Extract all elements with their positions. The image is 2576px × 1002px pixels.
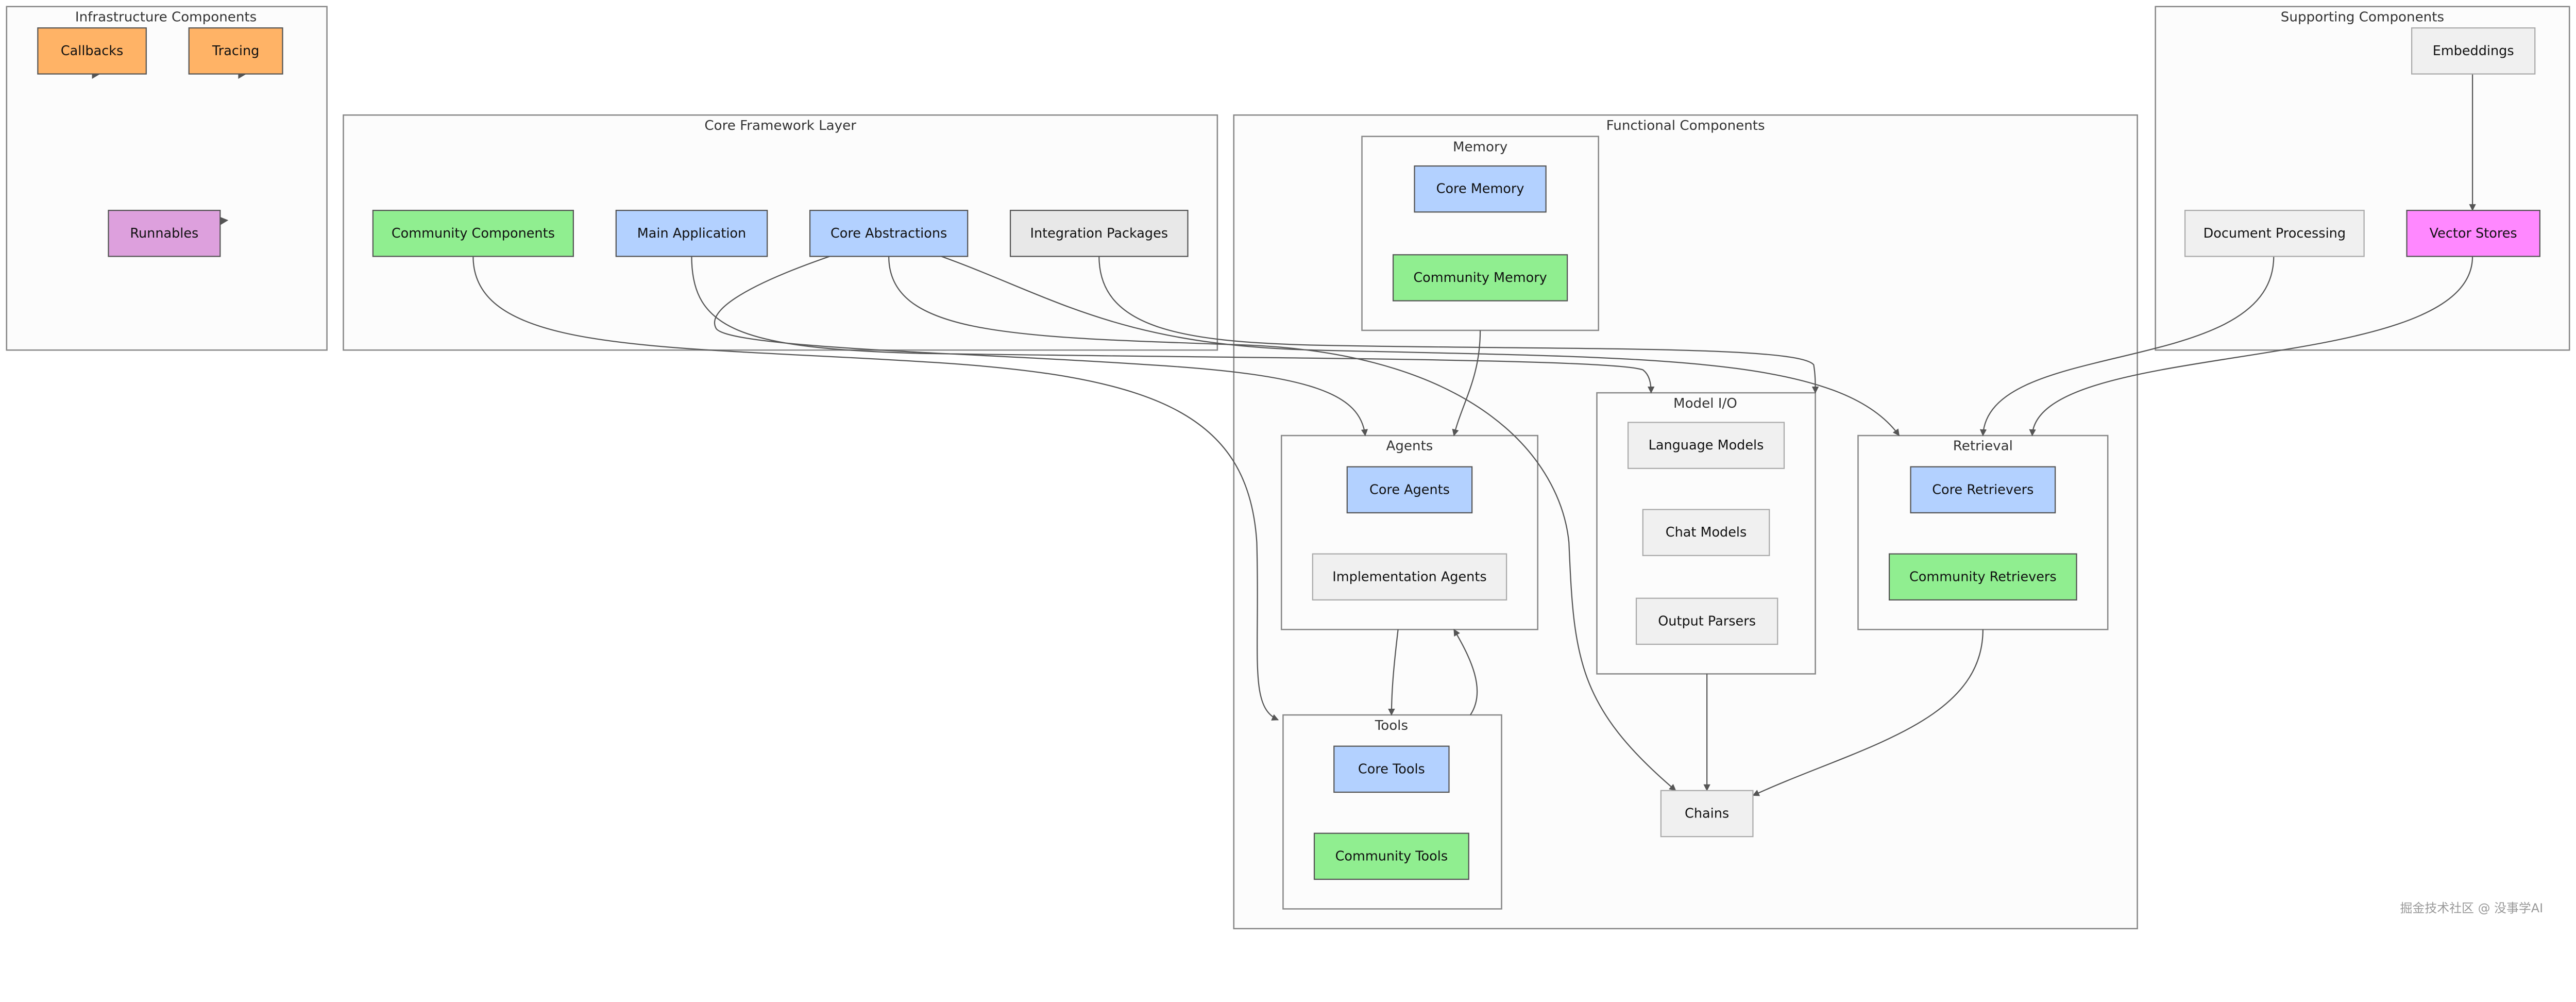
- cluster-title: Tools: [1375, 718, 1408, 733]
- node-label: Core Abstractions: [831, 226, 947, 241]
- node-runnables[interactable]: Runnables: [108, 210, 221, 257]
- node-label: Community Retrievers: [1909, 569, 2057, 584]
- node-chat-models[interactable]: Chat Models: [1642, 509, 1770, 556]
- node-label: Community Memory: [1413, 270, 1547, 286]
- node-label: Core Agents: [1369, 482, 1450, 497]
- cluster-title: Infrastructure Components: [75, 9, 257, 25]
- edges: [92, 74, 2476, 796]
- edge-core-abstractions-to-chains: [888, 256, 1676, 791]
- node-community-memory[interactable]: Community Memory: [1392, 254, 1568, 302]
- node-integration-packages[interactable]: Integration Packages: [1009, 210, 1189, 257]
- cluster-title: Model I/O: [1673, 396, 1737, 411]
- node-label: Core Tools: [1358, 761, 1425, 777]
- edge-core-abstractions-to-agents: [714, 256, 1368, 437]
- node-label: Core Memory: [1436, 181, 1524, 197]
- node-label: Runnables: [130, 226, 198, 241]
- tracing-loop-arrow-icon: [238, 74, 247, 79]
- node-label: Community Tools: [1335, 848, 1448, 864]
- node-embeddings[interactable]: Embeddings: [2411, 27, 2536, 75]
- node-language-models[interactable]: Language Models: [1627, 422, 1785, 469]
- node-chains[interactable]: Chains: [1660, 790, 1754, 838]
- node-label: Embeddings: [2433, 43, 2514, 59]
- node-implementation-agents[interactable]: Implementation Agents: [1312, 553, 1507, 601]
- edge-memory-to-agents: [1452, 330, 1481, 437]
- cluster-title: Memory: [1453, 139, 1507, 155]
- node-core-tools[interactable]: Core Tools: [1333, 745, 1450, 793]
- node-community-tools[interactable]: Community Tools: [1313, 832, 1469, 880]
- edge-core-abstractions-to-retrieval: [941, 256, 1900, 437]
- node-label: Community Components: [392, 226, 555, 241]
- node-label: Main Application: [637, 226, 746, 241]
- node-label: Callbacks: [61, 43, 123, 59]
- node-label: Chains: [1685, 806, 1729, 821]
- edge-integration-packages-to-model-io: [1098, 256, 1819, 394]
- node-core-memory[interactable]: Core Memory: [1414, 165, 1547, 213]
- edge-agents-to-tools: [1388, 629, 1399, 716]
- node-label: Vector Stores: [2430, 226, 2517, 241]
- node-label: Implementation Agents: [1332, 569, 1486, 584]
- edge-vector-stores-to-retrieval: [2029, 256, 2473, 437]
- node-label: Integration Packages: [1030, 226, 1168, 241]
- edge-tools-to-agents: [1453, 629, 1478, 715]
- node-community-retrievers[interactable]: Community Retrievers: [1888, 553, 2077, 601]
- node-label: Language Models: [1649, 438, 1764, 453]
- cluster-title: Supporting Components: [2281, 9, 2444, 25]
- node-label: Tracing: [212, 43, 259, 59]
- node-core-agents[interactable]: Core Agents: [1346, 466, 1473, 514]
- node-document-processing[interactable]: Document Processing: [2184, 210, 2365, 257]
- cluster-title: Core Framework Layer: [704, 118, 856, 133]
- node-core-retrievers[interactable]: Core Retrievers: [1910, 466, 2056, 514]
- edge-community-components-to-tools: [472, 256, 1279, 721]
- node-main-application[interactable]: Main Application: [615, 210, 768, 257]
- node-tracing[interactable]: Tracing: [188, 27, 283, 75]
- cluster-title: Agents: [1386, 439, 1433, 454]
- node-vector-stores[interactable]: Vector Stores: [2406, 210, 2540, 257]
- callbacks-loop-arrow-icon: [92, 74, 100, 79]
- node-core-abstractions[interactable]: Core Abstractions: [809, 210, 969, 257]
- edge-document-processing-to-retrieval: [1979, 256, 2275, 437]
- runnables-loop-arrow-icon: [220, 216, 229, 225]
- node-label: Chat Models: [1666, 525, 1747, 540]
- node-label: Output Parsers: [1658, 613, 1756, 629]
- architecture-diagram: Infrastructure Components Core Framework…: [6, 6, 2570, 929]
- node-community-components[interactable]: Community Components: [372, 210, 574, 257]
- node-output-parsers[interactable]: Output Parsers: [1635, 597, 1778, 645]
- cluster-title: Functional Components: [1606, 118, 1765, 133]
- edge-main-application-to-model-io: [691, 256, 1655, 394]
- node-label: Document Processing: [2204, 226, 2346, 241]
- edge-retrieval-to-chains: [1752, 629, 1984, 796]
- node-callbacks[interactable]: Callbacks: [37, 27, 147, 75]
- watermark: 掘金技术社区 @ 没事学AI: [2400, 901, 2544, 915]
- node-label: Core Retrievers: [1932, 482, 2033, 497]
- cluster-title: Retrieval: [1953, 439, 2013, 454]
